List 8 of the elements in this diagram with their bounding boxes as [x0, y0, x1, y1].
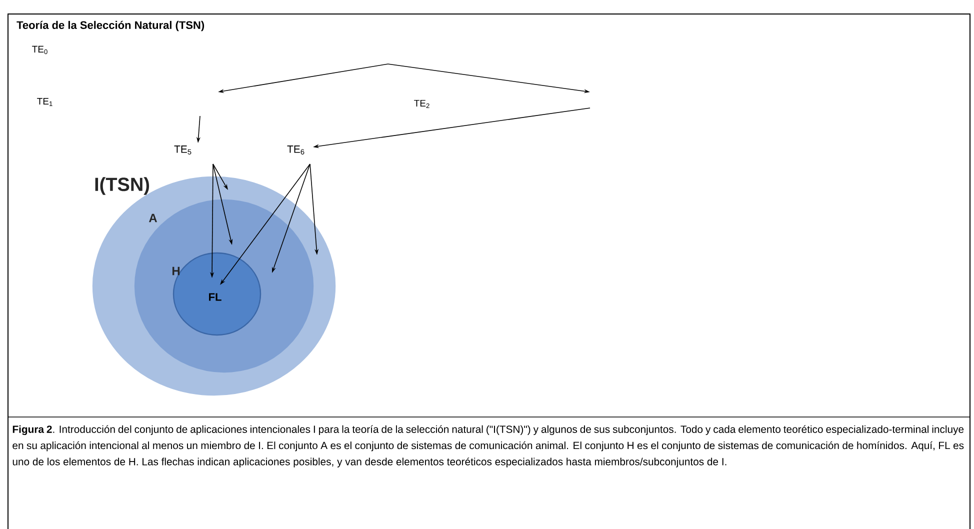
element-label: TE$_{5}$ — [174, 146, 192, 154]
element-label: TE$_{2}$ — [414, 100, 430, 108]
element-label: FL — [209, 293, 222, 301]
caption: Figura 2. Introducción del conjunto de aplicaciones intencionales I para la teoría de la selección natural ("I(TSN)") y algunos de sus subconjuntos. Todo y cada elemento teorético especializado-terminal incluye en su aplicación intencional al menos un miembro de I. El conjunto A es el conjunto de sistemas de comunicación animal. El conjunto H es el conjunto de sistemas de comunicación de homínidos. Aquí, FL es uno de los elementos de H. Las flechas indican aplicaciones posibles, y van desde elementos teoréticos especializados hasta miembros/subconjuntos de I. — [12, 425, 964, 468]
element-label: TE$_{1}$ — [37, 98, 52, 106]
element-label: TE$_{0}$ — [32, 46, 48, 54]
element-label: TE$_{6}$ — [287, 146, 304, 154]
title: Teoría de la Selección Natural (TSN) — [16, 20, 204, 32]
